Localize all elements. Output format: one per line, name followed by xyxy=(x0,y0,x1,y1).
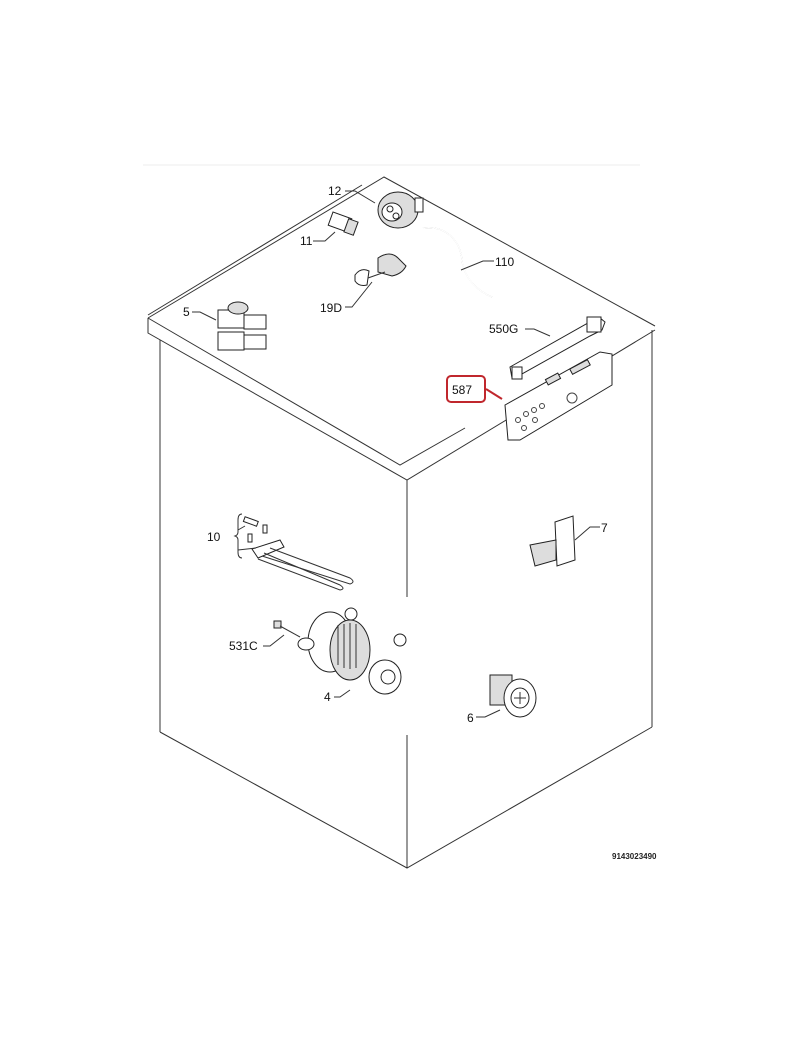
part-10-heating-element[interactable] xyxy=(242,516,354,591)
label-531C[interactable]: 531C xyxy=(229,639,258,653)
cabinet-outline xyxy=(147,176,656,869)
part-4-drain-pump[interactable] xyxy=(297,607,407,695)
label-6[interactable]: 6 xyxy=(467,711,474,725)
label-110[interactable]: 110 xyxy=(495,255,514,269)
part-110-hose[interactable] xyxy=(422,227,493,298)
part-7-door-lock[interactable] xyxy=(529,515,576,567)
label-7[interactable]: 7 xyxy=(601,521,608,535)
label-5[interactable]: 5 xyxy=(183,305,190,319)
part-587-control-board[interactable] xyxy=(504,351,613,441)
part-5-inlet-valve[interactable] xyxy=(217,301,267,351)
highlight-arrow xyxy=(485,388,503,400)
label-4[interactable]: 4 xyxy=(324,690,331,704)
part-550G-cover[interactable] xyxy=(509,316,606,380)
part-10-brace xyxy=(233,513,243,559)
leader-lines xyxy=(192,190,600,718)
part-531C-screw[interactable] xyxy=(273,620,301,638)
highlight-box xyxy=(446,375,486,403)
part-12-pressure-switch[interactable] xyxy=(377,191,424,229)
label-10[interactable]: 10 xyxy=(207,530,221,544)
drawing-number: 9143023490 xyxy=(612,852,657,861)
label-11[interactable]: 11 xyxy=(300,234,313,248)
label-12[interactable]: 12 xyxy=(328,184,342,198)
label-550G[interactable]: 550G xyxy=(489,322,518,336)
part-6-filter[interactable] xyxy=(489,674,537,718)
label-587[interactable]: 587 xyxy=(452,383,472,397)
part-19D-sensor[interactable] xyxy=(354,253,407,286)
label-19D[interactable]: 19D xyxy=(320,301,342,315)
part-11-capacitor[interactable] xyxy=(327,211,359,236)
